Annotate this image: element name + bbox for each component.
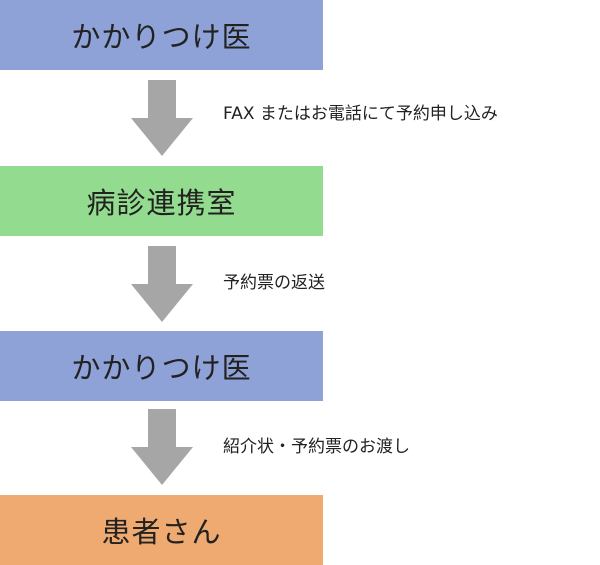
step-box-family-doctor: かかりつけ医 xyxy=(0,0,323,70)
step-box-patient: 患者さん xyxy=(0,495,323,565)
transition-label: FAX またはお電話にて予約申し込み xyxy=(223,104,498,124)
down-arrow-icon xyxy=(131,80,193,156)
down-arrow-icon xyxy=(131,246,193,322)
step-box-coordination-office: 病診連携室 xyxy=(0,166,323,236)
transition-label: 予約票の返送 xyxy=(223,273,325,293)
step-label: かかりつけ医 xyxy=(71,351,252,385)
step-label: かかりつけ医 xyxy=(71,20,252,54)
arrow-shape xyxy=(131,246,193,322)
arrow-shape xyxy=(131,80,193,156)
step-label: 病診連携室 xyxy=(86,186,237,220)
step-box-family-doctor: かかりつけ医 xyxy=(0,331,323,401)
arrow-shape xyxy=(131,409,193,485)
down-arrow-icon xyxy=(131,409,193,485)
transition-label: 紹介状・予約票のお渡し xyxy=(223,437,410,457)
step-label: 患者さん xyxy=(101,515,222,549)
